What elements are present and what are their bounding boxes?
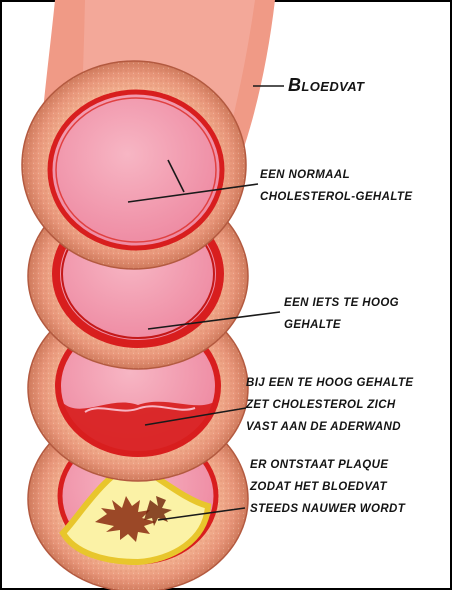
cross-section-normal	[22, 61, 246, 269]
label-plaque: ER ONTSTAAT PLAQUE ZODAT HET BLOEDVAT ST…	[250, 454, 405, 520]
label-too-high: BIJ EEN TE HOOG GEHALTE ZET CHOLESTEROL …	[246, 372, 413, 438]
label-normal: EEN NORMAAL CHOLESTEROL-GEHALTE	[260, 164, 412, 208]
label-slightly-high: EEN IETS TE HOOG GEHALTE	[284, 292, 399, 336]
label-bloedvat: BLOEDVAT	[288, 75, 364, 96]
